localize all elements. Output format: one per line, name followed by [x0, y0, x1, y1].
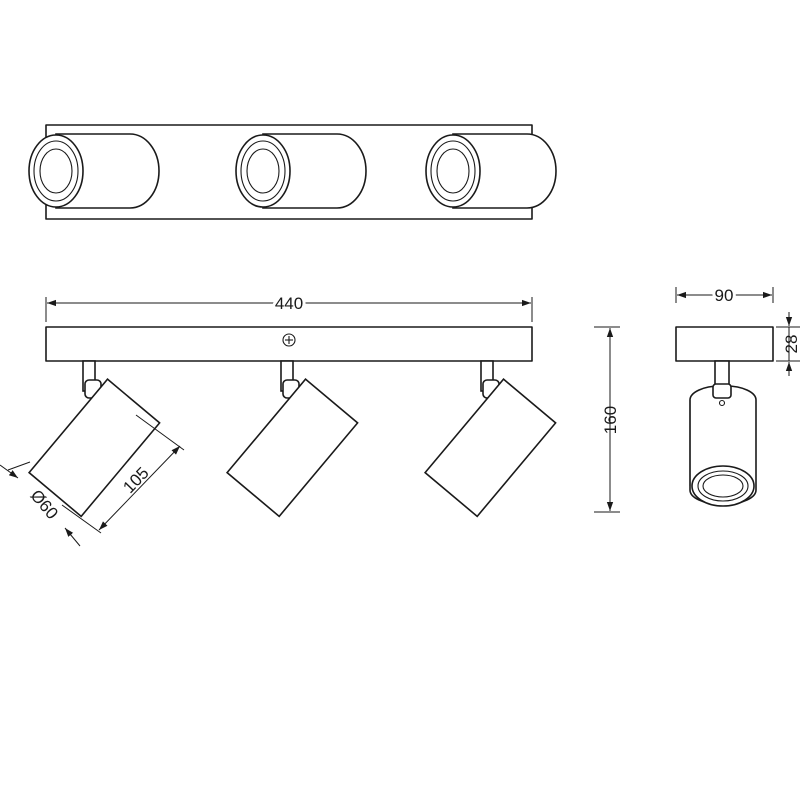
- width-dimension: 440: [45, 291, 533, 322]
- side-view-head: [689, 383, 757, 507]
- height-dimension-label: 160: [601, 406, 620, 434]
- base-height-label: 28: [782, 335, 800, 354]
- height-dimension: 160: [594, 326, 620, 513]
- front-view-spot-center: [225, 360, 359, 518]
- top-view-spot-left: [28, 133, 160, 209]
- top-view-spot-center: [235, 133, 367, 209]
- width-dimension-label: 440: [275, 294, 303, 313]
- depth-dimension-label: 90: [715, 286, 734, 305]
- front-view: 440: [0, 291, 620, 547]
- screw-icon: [282, 333, 296, 347]
- side-view-base: [675, 326, 774, 362]
- head-length-label: 105: [119, 463, 152, 497]
- front-view-spot-right: [423, 360, 557, 518]
- top-view: [28, 124, 557, 220]
- base-height-dimension: 28: [776, 312, 800, 376]
- side-view: 90 28: [675, 283, 800, 507]
- top-view-spot-right: [425, 133, 557, 209]
- depth-dimension: 90: [675, 283, 774, 308]
- front-view-spot-left: [27, 360, 161, 518]
